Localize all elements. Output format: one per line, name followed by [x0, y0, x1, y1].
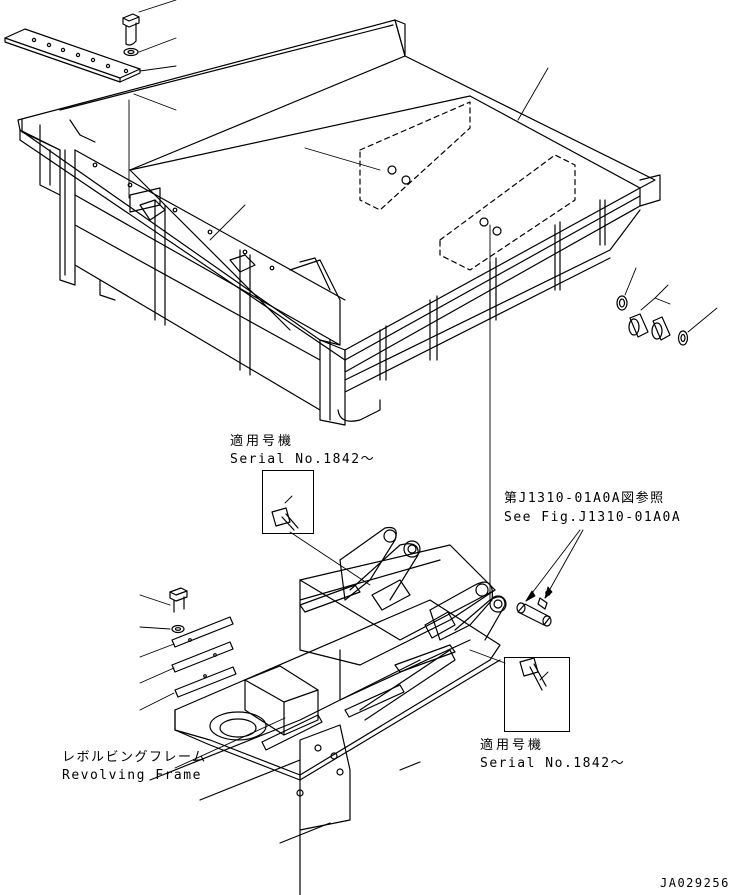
lower-left-leaders — [139, 594, 286, 769]
revolving-frame — [149, 526, 507, 895]
applicable-serial-label-top-en: Serial No.1842～ — [230, 452, 376, 467]
applicable-serial-label-bottom-en: Serial No.1842～ — [480, 756, 626, 771]
top-bolt — [122, 13, 140, 46]
serial-box-lower — [504, 657, 570, 732]
pin-assembly — [516, 590, 552, 627]
floor-deck — [17, 19, 661, 426]
bushing-leaders — [624, 267, 718, 333]
serial-box-upper-bolt — [271, 495, 299, 531]
top-leaders — [128, 0, 177, 199]
revolving-frame-label-en: Revolving Frame — [62, 768, 202, 783]
serial-box-lower-bolt — [519, 657, 549, 691]
see-figure-label-en: See Fig.J1310-01A0A — [504, 510, 682, 525]
lower-left-parts — [169, 587, 237, 698]
serial-box-upper — [262, 470, 314, 534]
top-washer — [123, 47, 139, 57]
see-fig-arrows — [525, 529, 584, 602]
cover-plate — [4, 28, 141, 83]
applicable-serial-label-bottom-jp: 適用号機 — [480, 738, 545, 753]
deck-leaders — [209, 67, 549, 601]
see-figure-label-jp: 第J1310-01A0A図参照 — [504, 491, 665, 506]
bushing-parts — [616, 295, 689, 346]
applicable-serial-label-top-jp: 適用号機 — [230, 434, 295, 449]
revolving-frame-label-jp: レボルビングフレーム — [62, 750, 207, 765]
drawing-id: JA029256 — [660, 876, 730, 890]
